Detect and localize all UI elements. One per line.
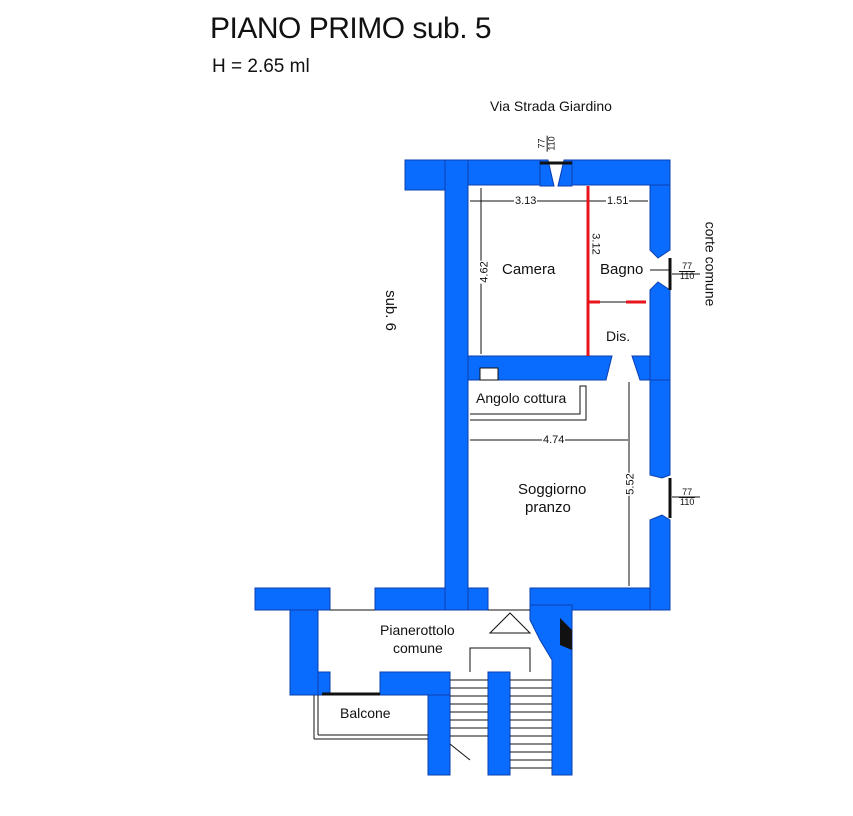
neighbor-label: sub. 6 xyxy=(381,290,399,331)
courtyard-label: corte comune xyxy=(702,221,719,307)
room-soggiorno: Soggiorno xyxy=(518,481,587,498)
street-label: Via Strada Giardino xyxy=(490,98,612,114)
room-angolo-cottura: Angolo cottura xyxy=(476,390,567,406)
dim-bagno-depth: 3.12 xyxy=(589,232,602,256)
room-dis: Dis. xyxy=(606,328,631,344)
stair-steps xyxy=(450,679,552,769)
dim-bagno-width: 1.51 xyxy=(606,195,630,207)
new-partitions xyxy=(586,186,646,356)
plan-title: PIANO PRIMO sub. 5 xyxy=(210,12,492,45)
room-pranzo: pranzo xyxy=(525,499,571,516)
dim-camera-width: 3.13 xyxy=(514,195,538,207)
room-camera: Camera xyxy=(502,261,556,278)
dim-camera-depth: 4.62 xyxy=(478,260,491,284)
ceiling-height: H = 2.65 ml xyxy=(212,56,310,77)
room-pianerottolo: Pianerottolo xyxy=(380,622,455,638)
room-balcone: Balcone xyxy=(340,705,391,721)
dim-soggiorno-depth: 5.52 xyxy=(624,472,637,496)
room-bagno: Bagno xyxy=(600,261,644,278)
room-comune: comune xyxy=(393,640,443,656)
lines xyxy=(313,161,700,761)
dim-soggiorno-width: 4.74 xyxy=(542,434,566,446)
walls xyxy=(254,159,671,776)
